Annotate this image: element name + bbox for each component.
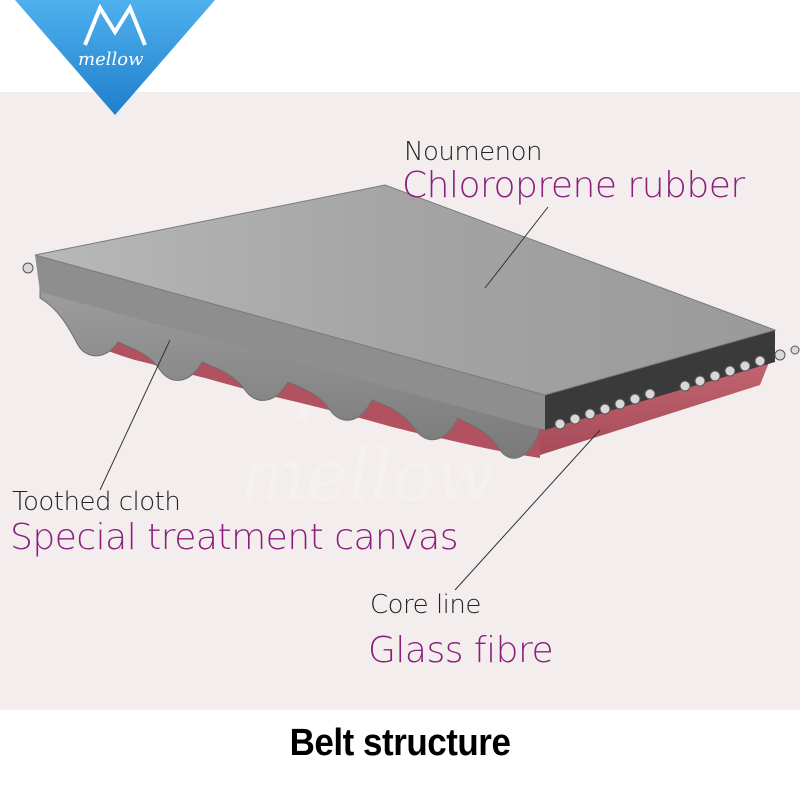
noumenon-leader-line [484,206,549,289]
special-treatment-canvas-label: Special treatment canvas [10,517,458,558]
glass-fibre-cores [22,262,800,430]
footer-bar [0,712,800,800]
toothed-cloth-leader-line [99,339,171,491]
core-line-leader-line [454,429,601,591]
belt-structure-title: Belt structure [289,722,511,764]
leader-lines [99,206,601,591]
core-line-label: Core line [370,590,481,620]
logo-m-mark [83,3,147,46]
toothed-cloth-label: Toothed cloth [12,487,181,517]
noumenon-label: Noumenon [404,137,543,167]
belt-top [34,184,777,396]
watermark-text: mellow [240,435,495,517]
mellow-logo: mellow [15,0,215,115]
chloroprene-rubber-label: Chloroprene rubber [402,165,745,206]
glass-fibre-label: Glass fibre [368,630,554,671]
logo-text: mellow [78,49,144,70]
